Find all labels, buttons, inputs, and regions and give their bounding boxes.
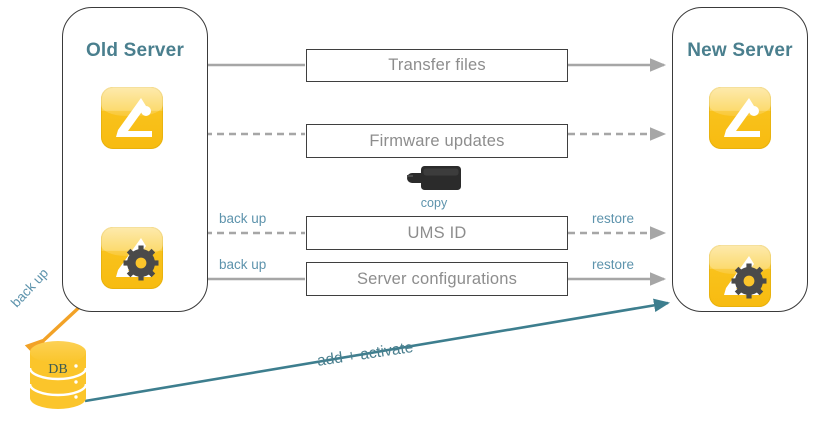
box-server-configurations-label: Server configurations — [356, 269, 518, 288]
old-server-ums-console-icon — [101, 87, 163, 149]
new-server-title: New Server — [687, 40, 793, 61]
box-transfer-files[interactable]: Transfer files — [306, 49, 568, 82]
label-server-config-backup: back up — [219, 257, 267, 272]
usb-copy-label: copy — [420, 196, 448, 210]
new-server-ums-console-icon — [709, 87, 771, 149]
old-server-title: Old Server — [85, 40, 185, 61]
ums-server-glyph — [724, 256, 767, 299]
ums-console-glyph — [116, 98, 152, 137]
ums-console-glyph — [724, 98, 760, 137]
add-activate-label: add + activate — [316, 339, 415, 370]
usb-stick-icon — [405, 162, 463, 194]
ums-server-glyph — [116, 238, 159, 281]
box-ums-id-label: UMS ID — [407, 223, 467, 242]
box-transfer-files-label: Transfer files — [388, 56, 486, 74]
label-ums-id-restore: restore — [592, 211, 635, 226]
database-backup-label: back up — [8, 265, 52, 311]
label-ums-id-backup: back up — [219, 211, 267, 226]
box-firmware-updates[interactable]: Firmware updates — [306, 124, 568, 158]
old-server-ums-server-icon — [101, 227, 163, 289]
database-label: DB — [48, 362, 68, 377]
box-firmware-updates-label: Firmware updates — [369, 131, 505, 150]
label-server-config-restore: restore — [592, 257, 635, 272]
box-server-configurations[interactable]: Server configurations — [306, 262, 568, 296]
box-ums-id[interactable]: UMS ID — [306, 216, 568, 250]
new-server-ums-server-icon — [709, 245, 771, 307]
database-cylinder — [28, 341, 88, 409]
